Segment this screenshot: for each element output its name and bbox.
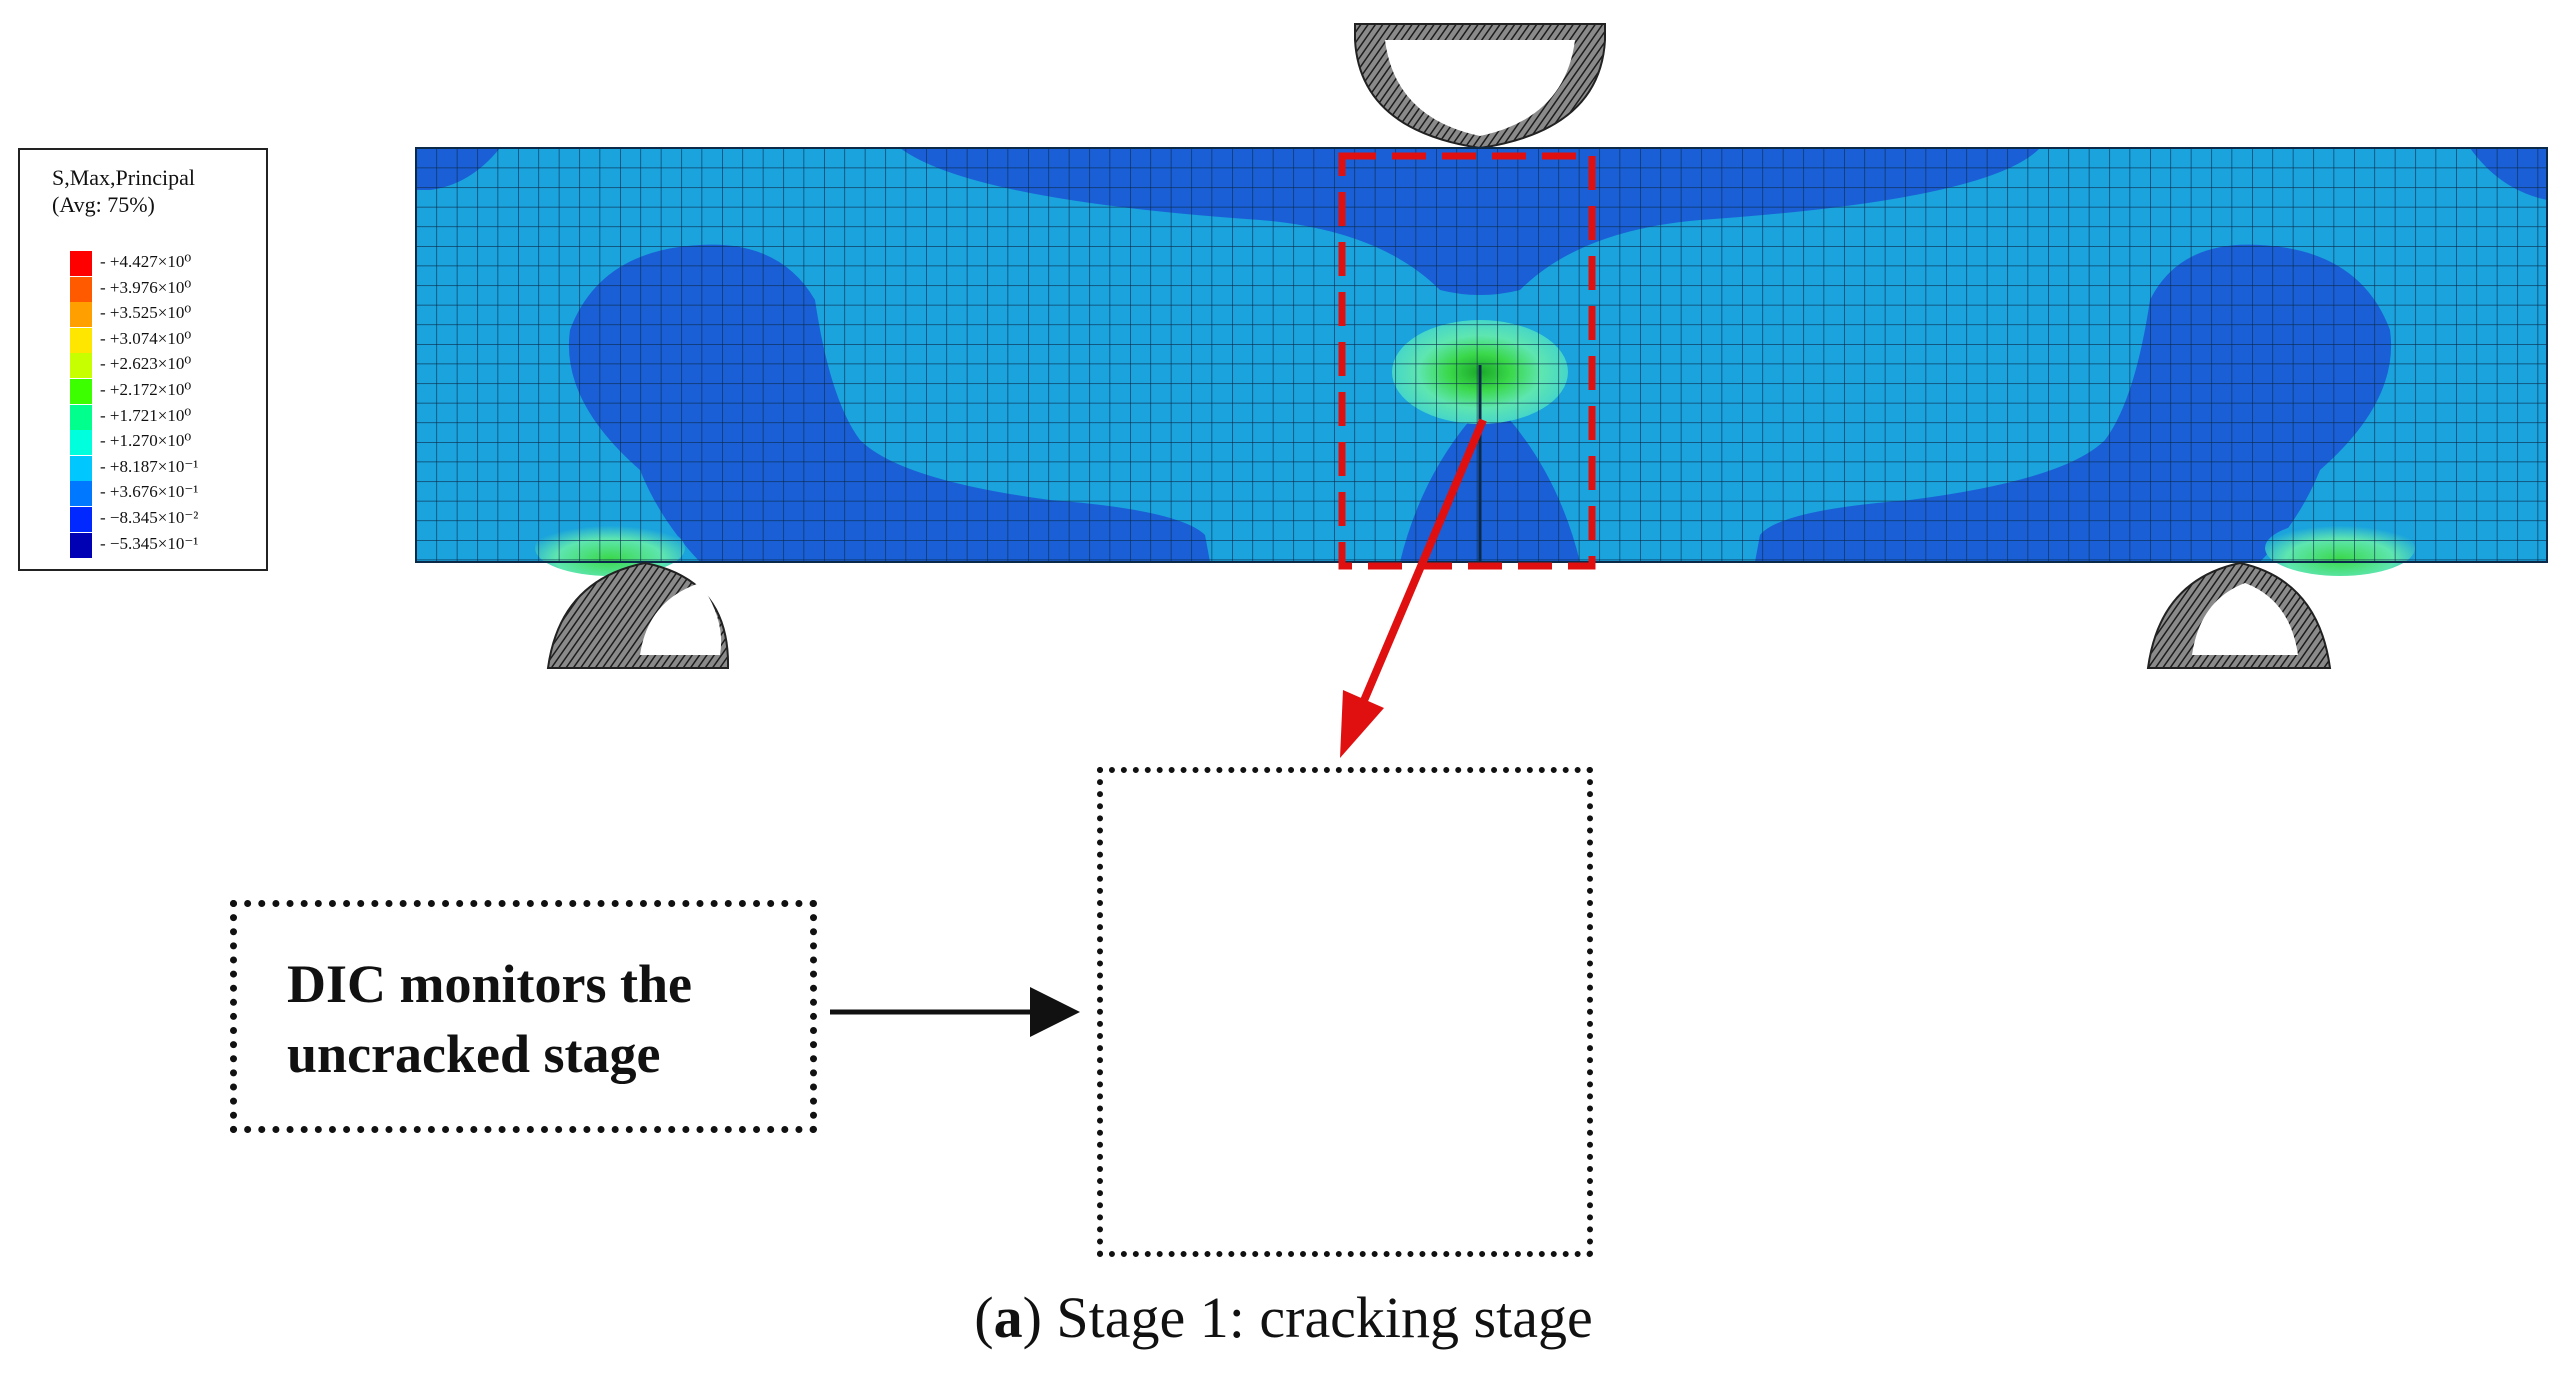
caption-open: (	[974, 1285, 994, 1350]
right-support	[2146, 561, 2332, 669]
annotation-text: DIC monitors the uncracked stage	[287, 949, 807, 1089]
legend-label: - +3.525×10⁰	[100, 303, 192, 323]
legend-title-line1: S,Max,Principal	[52, 165, 195, 190]
legend-title-line2: (Avg: 75%)	[52, 192, 155, 217]
legend-swatch	[70, 302, 92, 328]
legend-swatch	[70, 430, 92, 456]
legend-label: - +8.187×10⁻¹	[100, 456, 199, 476]
red-arrow	[1340, 418, 1487, 758]
figure-caption: (a) Stage 1: cracking stage	[0, 1282, 2567, 1354]
legend-label: - +2.623×10⁰	[100, 354, 192, 374]
legend-swatch	[70, 379, 92, 404]
legend-swatch	[70, 507, 92, 532]
legend-label: - +3.074×10⁰	[100, 328, 192, 348]
annotation-box: DIC monitors the uncracked stage	[230, 900, 817, 1133]
caption-letter: a	[993, 1285, 1023, 1350]
dic-inset-frame	[1097, 767, 1593, 1257]
legend-label: - +3.676×10⁻¹	[100, 482, 199, 502]
legend-swatch	[70, 455, 92, 481]
legend-swatch	[70, 532, 92, 558]
legend-swatch	[70, 353, 92, 379]
legend-label: - +4.427×10⁰	[100, 252, 192, 271]
legend-label: - +2.172×10⁰	[100, 380, 192, 399]
annotation-line2: uncracked stage	[287, 1024, 661, 1084]
legend-label: - +3.976×10⁰	[100, 277, 192, 297]
left-support	[546, 561, 730, 669]
legend-swatch	[70, 276, 92, 302]
annotation-line1: DIC monitors the	[287, 954, 692, 1014]
legend-label: - +1.270×10⁰	[100, 431, 192, 451]
legend-title: S,Max,Principal (Avg: 75%)	[52, 164, 195, 218]
beam-fe-model	[415, 147, 2548, 576]
legend-label: - −8.345×10⁻²	[100, 508, 199, 527]
legend-swatch	[70, 481, 92, 507]
dic-region-box	[1338, 152, 1596, 570]
caption-text: ) Stage 1: cracking stage	[1022, 1285, 1593, 1350]
legend-label: - +1.721×10⁰	[100, 405, 192, 425]
loading-roller	[1354, 23, 1606, 150]
legend-swatch	[70, 327, 92, 353]
legend-swatch	[70, 251, 92, 276]
stress-legend: S,Max,Principal (Avg: 75%) - +4.427×10⁰ -…	[18, 148, 268, 571]
legend-label: - −5.345×10⁻¹	[100, 533, 199, 553]
legend-swatch	[70, 404, 92, 430]
